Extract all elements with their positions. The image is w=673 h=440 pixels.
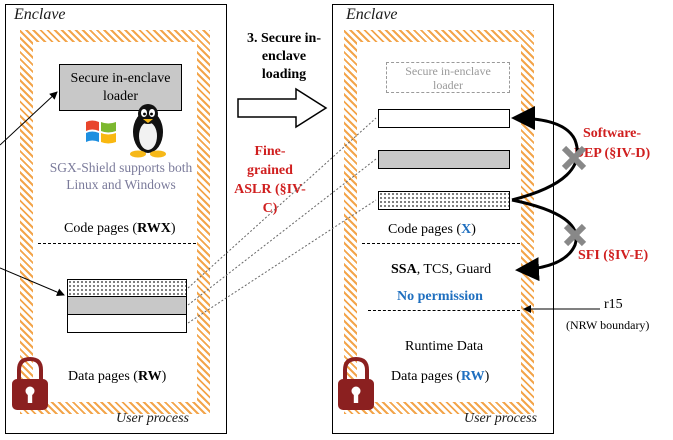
runtime-data-label: Runtime Data (405, 339, 484, 354)
platform-support-note: SGX-Shield supports both Linux and Windo… (49, 160, 193, 192)
nrw-boundary-label: (NRW boundary) (566, 318, 650, 332)
blocked-x-icon-dep (561, 145, 587, 171)
blocked-x-icon-sfi (563, 223, 587, 247)
right-lock-icon (336, 356, 376, 412)
left-page-white (67, 314, 187, 333)
nrw-boundary-line (368, 310, 520, 311)
right-code-data-boundary (362, 243, 520, 244)
r15-label: r15 (604, 297, 623, 312)
aslr-label: Fine-grained ASLR (§IV-C) (234, 144, 306, 216)
right-data-pages-permission: RW (460, 369, 485, 384)
sfi-arrow (511, 198, 578, 282)
no-permission-label: No permission (397, 289, 483, 304)
aslr-line-dotted-page (187, 117, 377, 289)
right-enclave-area (357, 42, 521, 402)
loader-pointer-line (0, 91, 58, 146)
right-page-gray (378, 150, 510, 169)
left-code-pages-label: Code pages (RWX) (64, 221, 176, 236)
left-loader-box (59, 64, 182, 111)
right-code-pages-permission: X (461, 222, 472, 237)
left-user-process-label: User process (116, 411, 189, 426)
software-dep-arrow (511, 106, 579, 202)
step-label: 3. Secure in-enclave loading (246, 31, 321, 82)
software-dep-label: Software-DEP (§IV-D) (573, 126, 651, 161)
right-loader-label: Secure in-enclave loader (405, 64, 491, 92)
aslr-line-white-page (187, 199, 377, 324)
left-code-data-boundary (38, 243, 196, 244)
left-data-pages-label: Data pages (RW) (68, 369, 167, 384)
left-lock-icon (10, 356, 50, 412)
left-data-pages-permission: RW (137, 369, 162, 384)
loading-arrow-icon (236, 86, 330, 130)
right-loader-box-faded (386, 62, 510, 93)
right-page-dotted (378, 191, 510, 210)
right-code-pages-label: Code pages (X) (388, 222, 476, 237)
sfi-label: SFI (§IV-E) (578, 248, 649, 263)
right-data-pages-label: Data pages (RW) (391, 369, 490, 384)
windows-logo-icon (84, 114, 118, 150)
left-enclave-label: Enclave (14, 6, 66, 23)
aslr-line-gray-page (187, 158, 377, 306)
right-page-white (378, 109, 510, 128)
right-enclave-label: Enclave (346, 6, 398, 23)
ssa-tcs-guard-label: SSA, TCS, Guard (391, 262, 492, 277)
linux-penguin-icon (128, 102, 168, 158)
pages-pointer-line (0, 267, 65, 296)
left-loader-label: Secure in-enclave loader (70, 71, 171, 104)
left-code-pages-permission: RWX (137, 221, 171, 236)
right-user-process-label: User process (464, 411, 537, 426)
